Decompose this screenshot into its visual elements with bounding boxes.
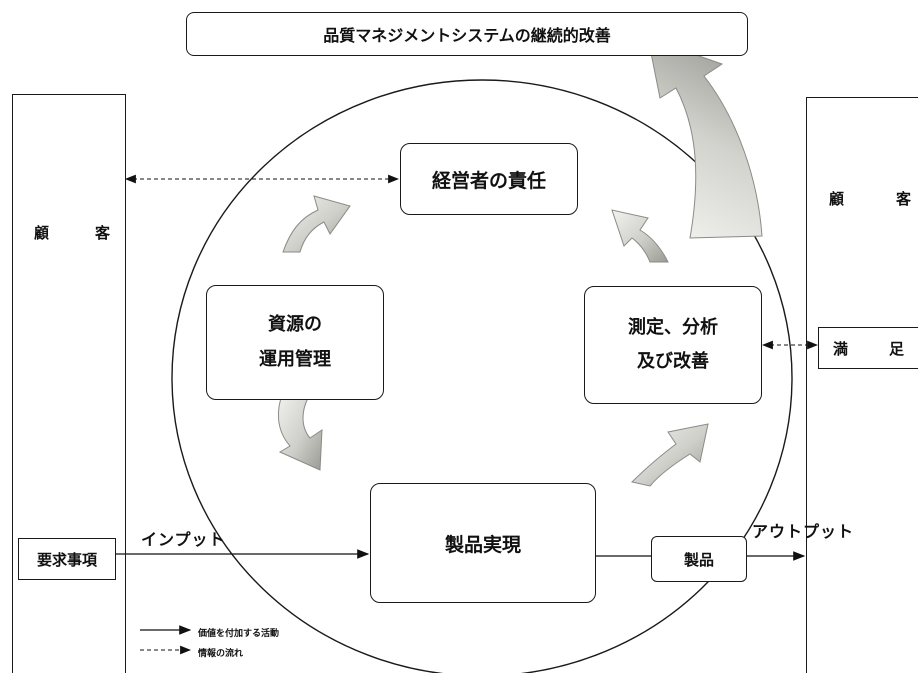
cycle-arrow-bottom-right <box>631 423 709 487</box>
measure-line-2: 及び改善 <box>637 351 709 372</box>
input-label: インプット <box>141 530 226 549</box>
diagram-title: 品質マネジメントシステムの継続的改善 <box>186 12 748 56</box>
measurement-analysis-box: 測定、分析 及び改善 <box>584 286 762 404</box>
continual-improvement-arrow <box>647 37 763 239</box>
measure-line-1: 測定、分析 <box>628 316 718 338</box>
product-realization-box: 製品実現 <box>370 483 596 603</box>
cycle-arrow-top-right <box>611 209 669 263</box>
process-circle <box>171 79 793 673</box>
legend-value-activity: 価値を付加する活動 <box>198 629 280 639</box>
resource-management-box: 資源の 運用管理 <box>206 285 384 400</box>
customer-label-right: 顧 客 <box>829 190 911 208</box>
product-box: 製品 <box>651 536 747 582</box>
customer-label-left: 顧 客 <box>34 224 110 242</box>
cycle-arrow-top-left <box>282 195 351 253</box>
satisfaction-box: 満 足 <box>818 327 918 369</box>
output-label: アウトプット <box>752 522 855 541</box>
resource-line-2: 運用管理 <box>259 348 331 370</box>
resource-line-1: 資源の <box>268 314 322 336</box>
customer-column-left <box>12 94 126 673</box>
cycle-arrow-left <box>277 391 323 471</box>
customer-column-right <box>806 97 918 673</box>
legend-info-flow: 情報の流れ <box>198 649 244 659</box>
management-responsibility-box: 経営者の責任 <box>400 143 578 215</box>
requirements-box: 要求事項 <box>18 538 116 580</box>
